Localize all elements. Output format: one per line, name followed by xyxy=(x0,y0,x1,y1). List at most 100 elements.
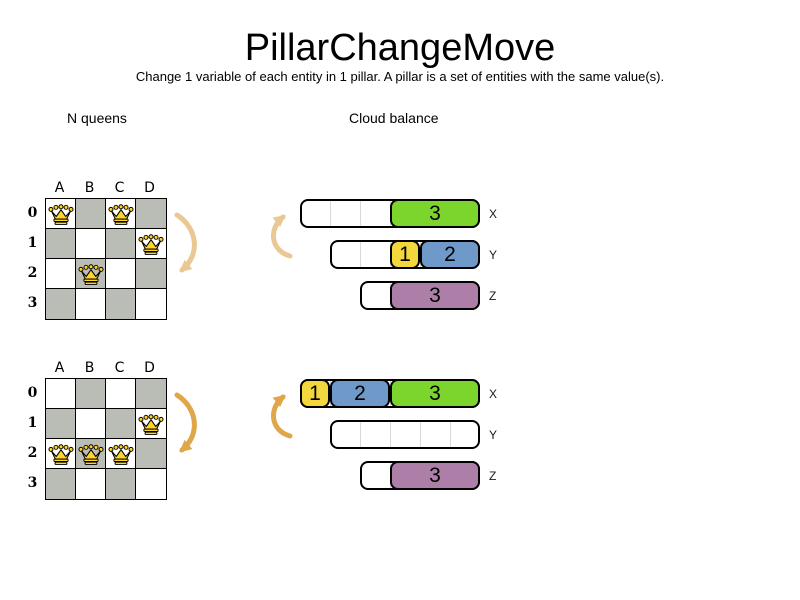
board-cell xyxy=(106,199,136,229)
process-segment: 2 xyxy=(330,379,390,408)
row-labels: 0 1 2 3 xyxy=(22,378,43,498)
row-labels: 0 1 2 3 xyxy=(22,198,43,318)
computer-label: X xyxy=(489,387,498,401)
computer-label: Y xyxy=(489,428,498,442)
board-cell xyxy=(106,469,136,499)
slot-divider xyxy=(420,422,421,447)
nqueens-board-before: A B C D 0 1 2 3 xyxy=(22,180,172,320)
process-segment: 3 xyxy=(390,199,480,228)
queen-icon xyxy=(138,234,164,255)
computer-capacity-bar: 3 xyxy=(360,281,480,310)
slot-divider xyxy=(360,422,361,447)
board-cell xyxy=(136,409,166,439)
computer-capacity-bar xyxy=(330,420,480,449)
board-cell xyxy=(46,259,76,289)
slot-divider xyxy=(360,242,361,267)
column-label: B xyxy=(84,360,96,376)
row-label: 1 xyxy=(27,415,38,431)
board-cell xyxy=(106,259,136,289)
board-cell xyxy=(136,259,166,289)
board-cell xyxy=(46,409,76,439)
board-cell xyxy=(106,439,136,469)
process-segment: 1 xyxy=(390,240,420,269)
process-segment: 2 xyxy=(420,240,480,269)
page-subtitle: Change 1 variable of each entity in 1 pi… xyxy=(135,69,665,84)
computer-capacity-bar: 3 xyxy=(360,461,480,490)
computer-label: Y xyxy=(489,248,498,262)
board-cell xyxy=(136,379,166,409)
process-segment: 3 xyxy=(390,461,480,490)
curved-arrow-icon xyxy=(271,214,293,259)
cloud-section-label: Cloud balance xyxy=(349,110,439,126)
board-cell xyxy=(106,289,136,319)
computer-label: Z xyxy=(489,289,497,303)
nqueens-section-label: N queens xyxy=(67,110,127,126)
board-cell xyxy=(76,409,106,439)
board-cell xyxy=(46,289,76,319)
board-cell xyxy=(46,199,76,229)
column-labels: A B C D xyxy=(45,180,165,196)
nqueens-board-after: A B C D 0 1 2 3 xyxy=(22,360,172,500)
move-arrow-cloud-before xyxy=(262,211,296,268)
column-label: C xyxy=(114,180,126,196)
slot-divider xyxy=(390,422,391,447)
row-label: 0 xyxy=(27,385,38,401)
column-label: A xyxy=(54,360,66,376)
queen-icon xyxy=(47,444,74,465)
column-label: A xyxy=(54,180,66,196)
board-cell xyxy=(106,409,136,439)
row-label: 2 xyxy=(27,445,38,461)
row-label: 3 xyxy=(27,475,38,491)
process-segment: 3 xyxy=(390,281,480,310)
row-label: 1 xyxy=(27,235,38,251)
queen-icon xyxy=(138,414,164,435)
slot-divider xyxy=(330,201,331,226)
curved-arrow-icon xyxy=(174,392,197,453)
slot-divider xyxy=(360,201,361,226)
move-arrow-board-after xyxy=(165,390,209,467)
row-label: 3 xyxy=(27,295,38,311)
board-cell xyxy=(106,379,136,409)
board-cell xyxy=(76,439,106,469)
board-cell xyxy=(136,229,166,259)
chessboard xyxy=(45,378,167,500)
board-cell xyxy=(46,379,76,409)
row-label: 2 xyxy=(27,265,38,281)
column-label: D xyxy=(144,360,156,376)
board-cell xyxy=(46,229,76,259)
board-cell xyxy=(46,439,76,469)
board-cell xyxy=(106,229,136,259)
computer-row: Y xyxy=(300,420,530,449)
row-label: 0 xyxy=(27,205,38,221)
computer-capacity-bar: 3 xyxy=(300,199,480,228)
curved-arrow-icon xyxy=(271,394,293,439)
board-cell xyxy=(76,379,106,409)
board-cell xyxy=(76,289,106,319)
board-cell xyxy=(76,229,106,259)
column-label: C xyxy=(114,360,126,376)
board-cell xyxy=(76,259,106,289)
move-arrow-cloud-after xyxy=(262,391,296,448)
slot-divider xyxy=(450,422,451,447)
board-cell xyxy=(76,469,106,499)
column-label: D xyxy=(144,180,156,196)
queen-icon xyxy=(107,204,134,225)
curved-arrow-icon xyxy=(174,212,197,273)
chessboard xyxy=(45,198,167,320)
process-segment: 1 xyxy=(300,379,330,408)
queen-icon xyxy=(47,204,74,225)
process-segment: 3 xyxy=(390,379,480,408)
queen-icon xyxy=(77,444,104,465)
board-cell xyxy=(136,439,166,469)
column-label: B xyxy=(84,180,96,196)
board-cell xyxy=(46,469,76,499)
